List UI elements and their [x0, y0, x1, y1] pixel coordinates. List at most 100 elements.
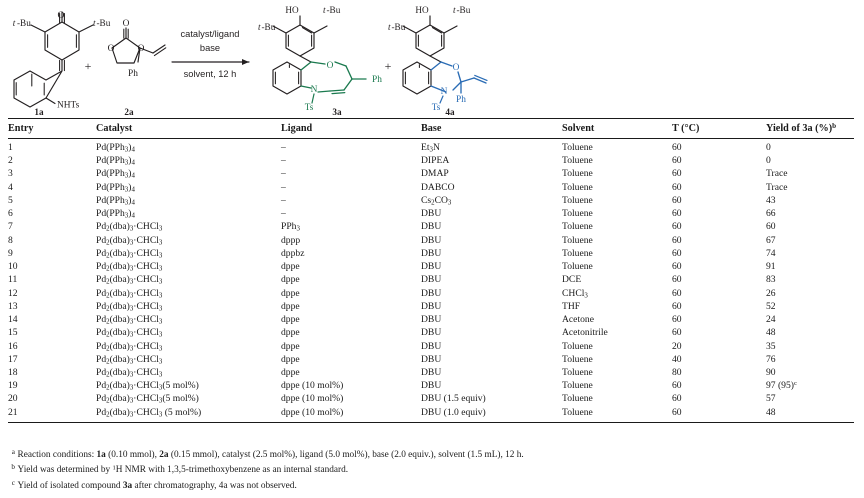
cell-yield: 97 (95)c — [766, 380, 797, 392]
structure-1a: t -Bu t -Bu O NHTs 1a — [13, 10, 111, 117]
cell-base: Cs2CO3 — [421, 194, 452, 207]
svg-text:-Bu: -Bu — [262, 22, 276, 32]
cell-temperature: 60 — [672, 181, 682, 193]
cell-solvent: Toluene — [562, 155, 593, 167]
reaction-scheme: t -Bu t -Bu O NHTs 1a + — [0, 0, 864, 118]
cell-ligand: – — [281, 194, 286, 206]
cell-base: DBU (1.0 equiv) — [421, 406, 486, 418]
cell-ligand: – — [281, 208, 286, 220]
cell-base: DBU — [421, 380, 442, 392]
svg-text:-Bu: -Bu — [97, 18, 111, 28]
cell-catalyst: Pd(PPh3)4 — [96, 208, 135, 220]
svg-text:Ts: Ts — [432, 102, 441, 112]
cell-ligand: dppp — [281, 234, 301, 246]
cell-yield: 66 — [766, 208, 776, 220]
cell-solvent: Toluene — [562, 142, 593, 154]
cell-entry: 13 — [8, 300, 18, 312]
cell-catalyst: Pd2(dba)3·CHCl3 — [96, 287, 163, 300]
cell-entry: 6 — [8, 208, 13, 220]
cell-entry: 12 — [8, 287, 18, 299]
label-3a: 3a — [332, 107, 342, 117]
cell-temperature: 60 — [672, 287, 682, 299]
cell-ligand: dppe — [281, 367, 300, 378]
cell-base: DBU — [421, 208, 442, 220]
cell-ligand: dppe — [281, 261, 300, 273]
cell-solvent: Toluene — [562, 181, 593, 193]
cell-catalyst: Pd2(dba)3·CHCl3 — [96, 340, 163, 353]
cell-catalyst: Pd2(dba)3·CHCl3 — [96, 327, 163, 339]
cell-ligand: – — [281, 155, 286, 167]
cell-catalyst: Pd2(dba)3·CHCl3(5 mol%) — [96, 380, 199, 392]
cell-solvent: Acetonitrile — [562, 327, 608, 339]
cell-entry: 16 — [8, 340, 18, 352]
cell-ligand: dppe — [281, 353, 300, 365]
column-header-ligand: Ligand — [281, 117, 421, 140]
cell-entry: 10 — [8, 261, 18, 273]
cell-temperature: 60 — [672, 221, 682, 233]
cell-temperature: 60 — [672, 247, 682, 259]
cell-solvent: Toluene — [562, 208, 593, 220]
cell-base: Et3N — [421, 142, 440, 154]
cell-base: DBU — [421, 221, 442, 233]
label-1a: 1a — [34, 107, 44, 117]
cell-temperature: 60 — [672, 155, 682, 167]
cell-temperature: 40 — [672, 353, 682, 365]
cell-entry: 11 — [8, 274, 18, 286]
cell-catalyst: Pd2(dba)3·CHCl3 — [96, 314, 163, 326]
cell-base: DBU — [421, 340, 442, 352]
cell-catalyst: Pd2(dba)3·CHCl3 — [96, 367, 163, 379]
cell-yield: 43 — [766, 194, 776, 206]
cell-entry: 9 — [8, 247, 13, 259]
cell-temperature: 60 — [672, 406, 682, 418]
cell-entry: 17 — [8, 353, 18, 365]
cell-yield: 83 — [766, 274, 776, 286]
cell-base: DMAP — [421, 168, 449, 180]
label-2a: 2a — [124, 107, 134, 117]
cell-yield: 0 — [766, 155, 771, 167]
arrow-text-line1: catalyst/ligand — [181, 29, 240, 39]
cell-temperature: 60 — [672, 314, 682, 326]
cell-yield: 0 — [766, 142, 771, 154]
cell-yield: 24 — [766, 314, 776, 326]
cell-ligand: – — [281, 168, 286, 180]
cell-temperature: 60 — [672, 393, 682, 405]
cell-solvent: Toluene — [562, 367, 593, 378]
cell-base: DBU — [421, 274, 442, 286]
svg-text:Ph: Ph — [456, 95, 466, 105]
cell-catalyst: Pd(PPh3)4 — [96, 142, 135, 154]
cell-solvent: DCE — [562, 274, 582, 286]
svg-text:t: t — [258, 22, 261, 32]
svg-text:-Bu: -Bu — [17, 18, 31, 28]
column-header-catalyst: Catalyst — [96, 117, 281, 140]
cell-solvent: Acetone — [562, 314, 594, 326]
svg-text:t: t — [13, 18, 16, 28]
cell-ligand: dppbz — [281, 247, 305, 259]
cell-temperature: 60 — [672, 274, 682, 286]
cell-yield: 90 — [766, 367, 776, 378]
cell-solvent: Toluene — [562, 340, 593, 352]
cell-ligand: dppe — [281, 314, 300, 326]
svg-text:N: N — [441, 87, 448, 97]
svg-text:HO: HO — [415, 5, 429, 15]
column-header-entry: Entry — [8, 117, 96, 140]
structure-2a: O O O Ph 2a — [108, 19, 167, 117]
cell-catalyst: Pd2(dba)3·CHCl3 — [96, 247, 163, 260]
cell-ligand: dppe — [281, 300, 300, 312]
svg-text:t: t — [93, 18, 96, 28]
cell-ligand: dppe (10 mol%) — [281, 393, 344, 405]
cell-catalyst: Pd2(dba)3·CHCl3 — [96, 274, 163, 286]
column-header-solvent: Solvent — [562, 117, 672, 140]
cell-temperature: 80 — [672, 367, 682, 378]
cell-yield: 48 — [766, 406, 776, 418]
